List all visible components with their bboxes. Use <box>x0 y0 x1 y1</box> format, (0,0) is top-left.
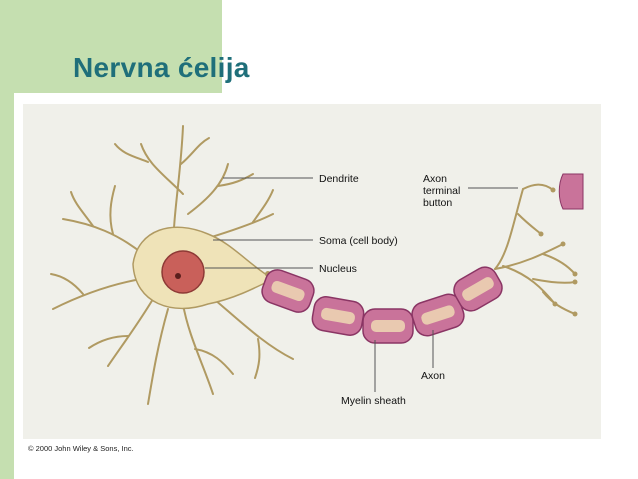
leader-lines <box>205 177 518 392</box>
label-axon-terminal-2: terminal <box>423 185 460 197</box>
label-myelin-sheath: Myelin sheath <box>341 395 406 407</box>
title-accent-block <box>0 0 222 106</box>
receiving-cell <box>558 173 584 210</box>
label-soma: Soma (cell body) <box>319 235 398 247</box>
title-underlay <box>14 93 222 106</box>
left-accent-strip <box>0 0 14 479</box>
neuron-illustration: Dendrite Soma (cell body) Nucleus Axon t… <box>50 125 584 407</box>
label-nucleus: Nucleus <box>319 263 357 275</box>
nucleus <box>161 250 205 294</box>
label-axon-terminal-3: button <box>423 197 452 209</box>
axon-core <box>271 277 494 332</box>
axon-terminals <box>494 183 576 315</box>
neuron-diagram: Dendrite Soma (cell body) Nucleus Axon t… <box>23 104 601 439</box>
slide-title: Nervna ćelija <box>73 52 250 83</box>
copyright-notice: © 2000 John Wiley & Sons, Inc. <box>28 444 134 453</box>
terminal-buttons <box>538 187 578 317</box>
label-axon: Axon <box>421 370 445 382</box>
label-axon-terminal-1: Axon <box>423 173 447 185</box>
label-dendrite: Dendrite <box>319 173 359 185</box>
